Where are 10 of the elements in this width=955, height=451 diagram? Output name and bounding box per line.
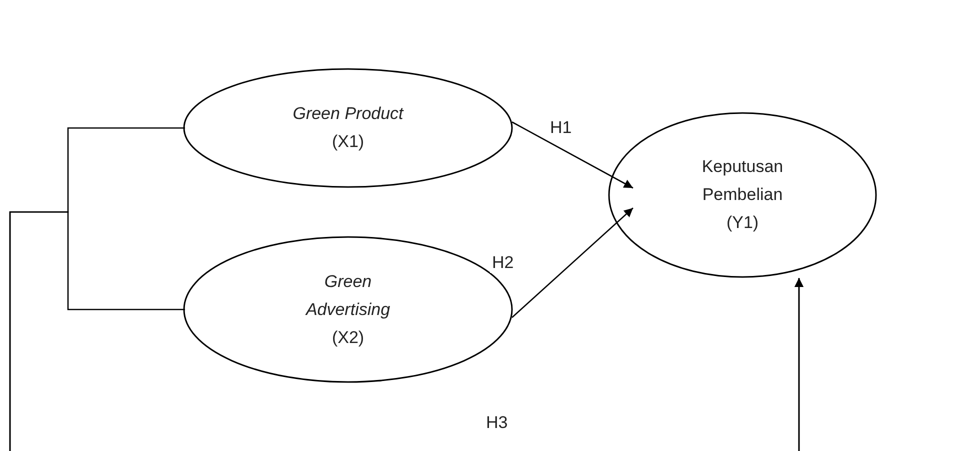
ellipse-node — [183, 236, 513, 383]
arrow — [9, 211, 804, 451]
arrow — [512, 121, 634, 189]
node-label: Green Product (X1) — [292, 103, 405, 153]
arrow — [512, 208, 634, 318]
ellipse-node — [183, 68, 513, 188]
node-label: Green Advertising (X2) — [304, 270, 392, 348]
edge-label: H2 — [490, 253, 516, 273]
node-label: Keputusan Pembelian (Y1) — [700, 156, 784, 234]
ellipse-node — [608, 112, 877, 278]
